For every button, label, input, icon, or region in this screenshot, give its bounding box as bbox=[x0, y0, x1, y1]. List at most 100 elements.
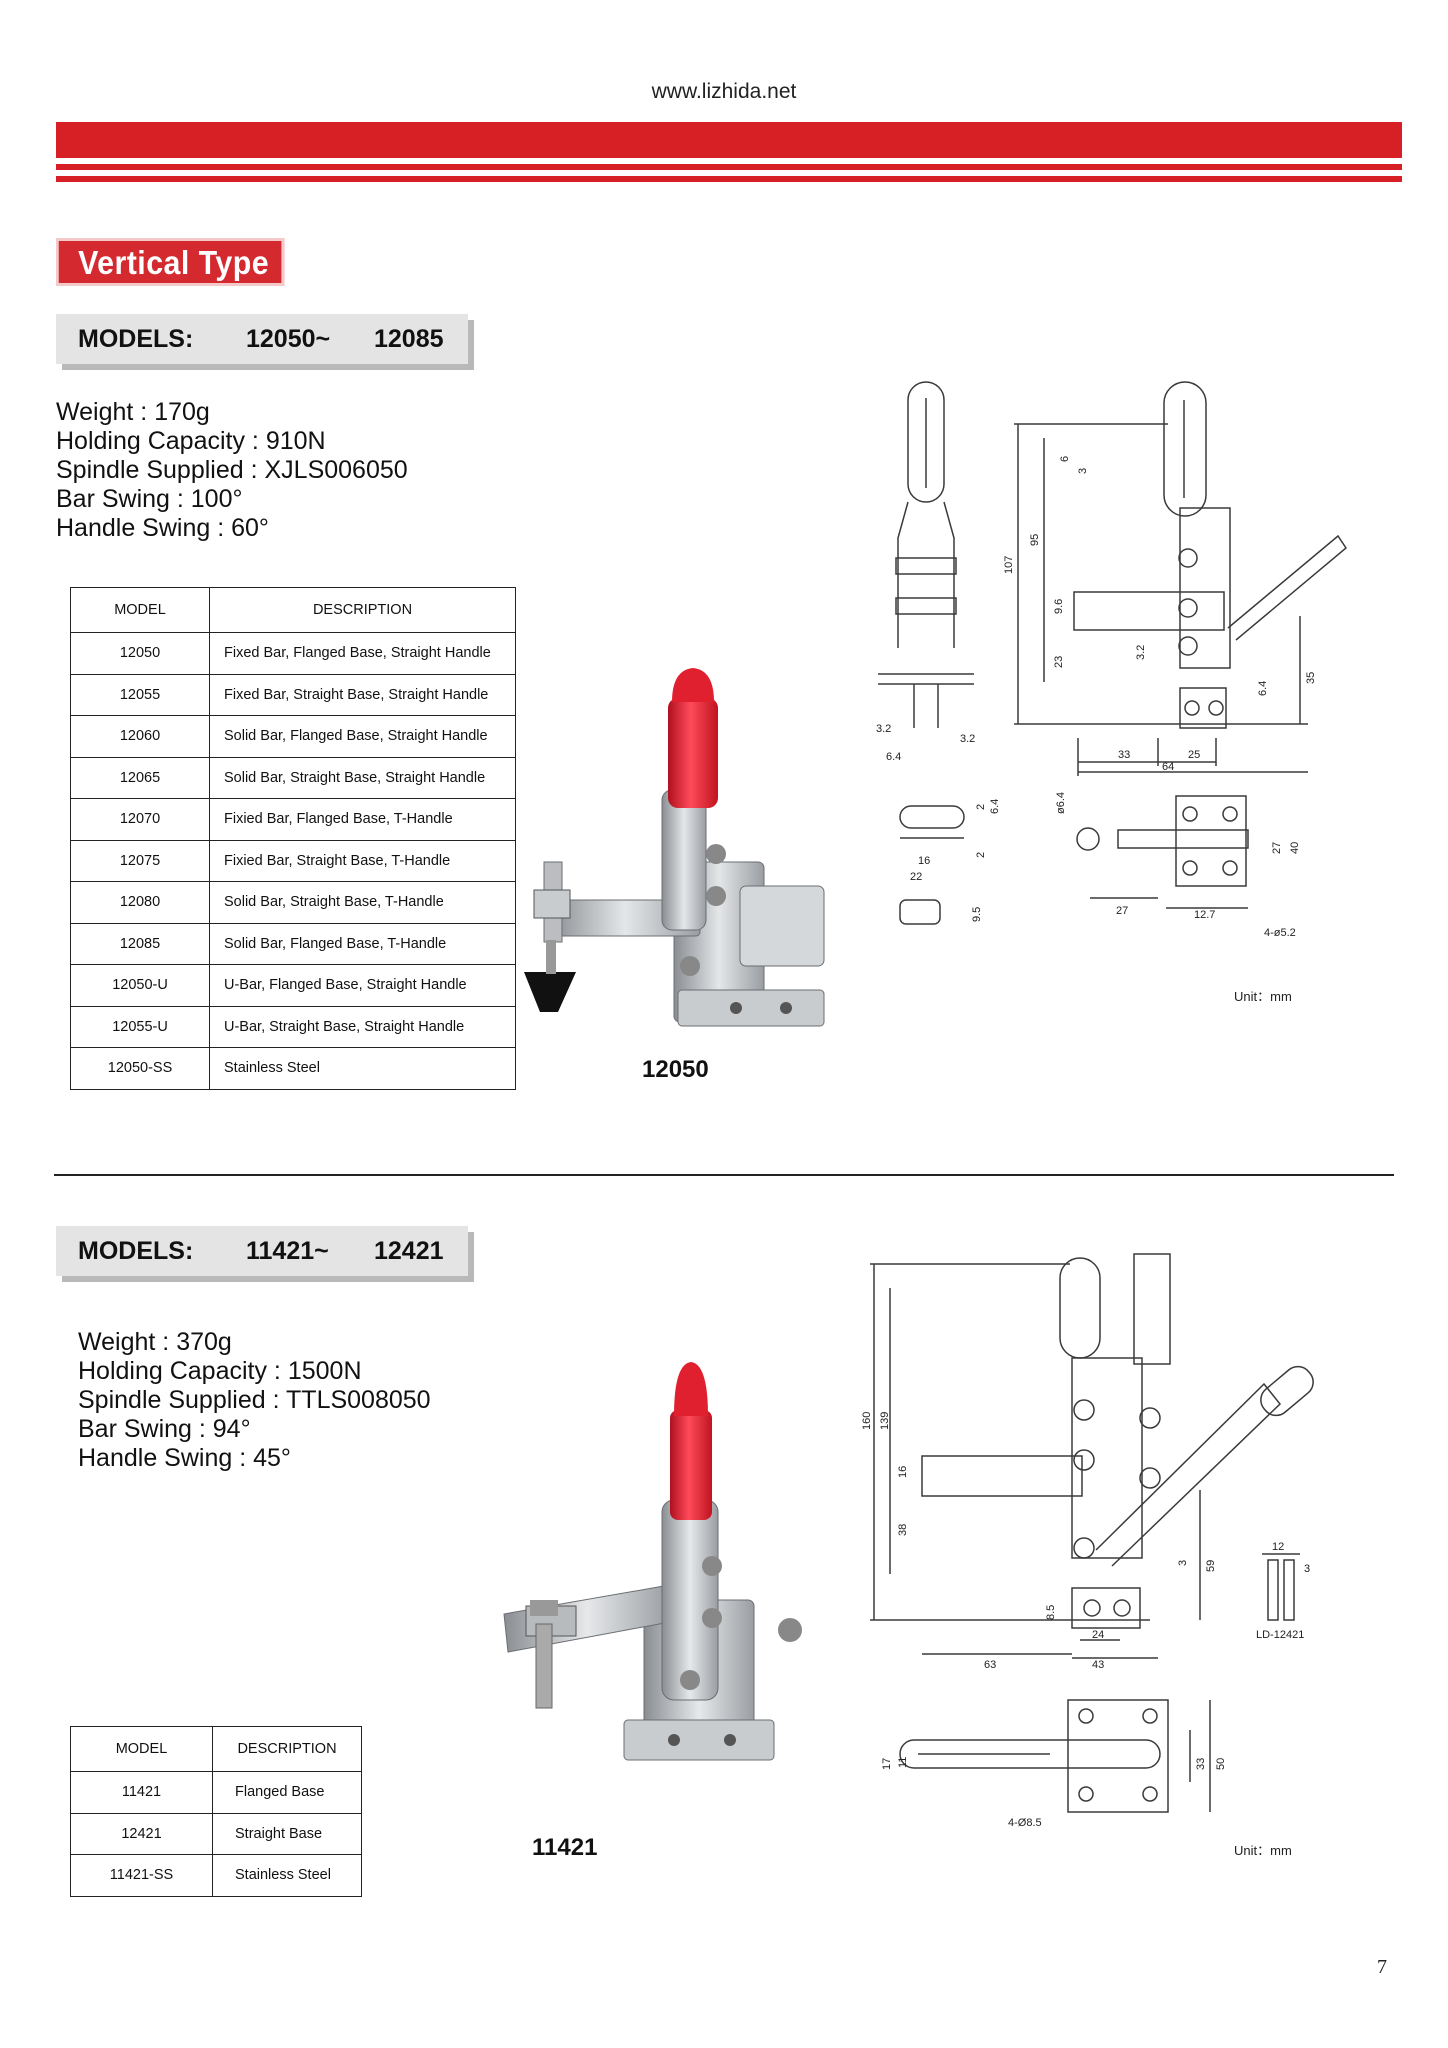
svg-text:11: 11 bbox=[897, 1757, 909, 1768]
cell-model: 12075 bbox=[70, 839, 210, 882]
cell-model: 12055 bbox=[70, 673, 210, 716]
spec-weight: Weight : 170g bbox=[56, 398, 210, 426]
cell-description: Solid Bar, Flanged Base, T-Handle bbox=[209, 922, 516, 965]
svg-text:22: 22 bbox=[910, 871, 922, 883]
model-to: 12421 bbox=[374, 1236, 444, 1265]
cell-model: 12080 bbox=[70, 881, 210, 924]
cell-description: U-Bar, Flanged Base, Straight Handle bbox=[209, 964, 516, 1007]
svg-text:6.4: 6.4 bbox=[1257, 681, 1269, 696]
svg-text:12.7: 12.7 bbox=[1194, 909, 1215, 921]
svg-text:63: 63 bbox=[984, 1659, 996, 1671]
bar-view: 123 LD-12421 bbox=[1256, 1541, 1310, 1641]
product-photo-11421 bbox=[503, 1362, 802, 1761]
cell-description: Solid Bar, Straight Base, Straight Handl… bbox=[209, 756, 516, 799]
svg-text:4-ø5.2: 4-ø5.2 bbox=[1264, 927, 1296, 939]
unit-label-1: Unit：mm bbox=[1234, 989, 1292, 1004]
cell-model: 12050-U bbox=[70, 964, 210, 1007]
col-model: MODEL bbox=[70, 587, 210, 633]
model-from: 11421~ bbox=[246, 1236, 329, 1265]
unit-label-2: Unit：mm bbox=[1234, 1843, 1292, 1858]
svg-text:9.5: 9.5 bbox=[971, 907, 983, 922]
spec-handle-swing: Handle Swing : 60° bbox=[56, 514, 269, 542]
svg-text:27: 27 bbox=[1116, 905, 1128, 917]
svg-text:59: 59 bbox=[1205, 1560, 1217, 1572]
models-bar-1: MODELS: 12050~ 12085 bbox=[56, 314, 468, 364]
svg-text:35: 35 bbox=[1305, 672, 1317, 684]
header-stripe-2 bbox=[56, 176, 1402, 182]
spec-spindle: Spindle Supplied : TTLS008050 bbox=[78, 1386, 431, 1414]
svg-text:8.5: 8.5 bbox=[1045, 1605, 1057, 1620]
svg-text:2: 2 bbox=[975, 852, 987, 858]
cell-description: Fixed Bar, Flanged Base, Straight Handle bbox=[209, 632, 516, 675]
cell-model: 12065 bbox=[70, 756, 210, 799]
spec-weight: Weight : 370g bbox=[78, 1328, 232, 1356]
models-bar-2: MODELS: 11421~ 12421 bbox=[56, 1226, 468, 1276]
svg-text:16: 16 bbox=[918, 855, 930, 867]
page-number: 7 bbox=[1377, 1956, 1387, 1978]
svg-text:3: 3 bbox=[1177, 1560, 1189, 1566]
cell-model: 12085 bbox=[70, 922, 210, 965]
svg-text:38: 38 bbox=[897, 1524, 909, 1536]
header-stripe-1 bbox=[56, 164, 1402, 170]
cell-model: 12050 bbox=[70, 632, 210, 675]
top-view: 17 11 33 50 4-Ø8.5 bbox=[881, 1699, 1227, 1829]
col-description: DESCRIPTION bbox=[212, 1726, 362, 1772]
cell-model: 12060 bbox=[70, 715, 210, 758]
cell-description: Fixed Bar, Straight Base, Straight Handl… bbox=[209, 673, 516, 716]
cell-description: Stainless Steel bbox=[209, 1047, 516, 1090]
svg-text:ø6.4: ø6.4 bbox=[1055, 792, 1067, 814]
cell-model: 12421 bbox=[70, 1812, 213, 1855]
section-title: Vertical Type bbox=[56, 238, 285, 286]
svg-text:3.2: 3.2 bbox=[1135, 645, 1147, 660]
product-caption-1: 12050 bbox=[642, 1056, 709, 1083]
svg-text:4-Ø8.5: 4-Ø8.5 bbox=[1008, 1817, 1042, 1829]
section-divider bbox=[54, 1174, 1394, 1176]
svg-text:139: 139 bbox=[879, 1412, 891, 1430]
spec-holding-capacity: Holding Capacity : 1500N bbox=[78, 1357, 362, 1385]
svg-text:16: 16 bbox=[897, 1466, 909, 1478]
cell-model: 12050-SS bbox=[70, 1047, 210, 1090]
product-caption-2: 11421 bbox=[532, 1834, 598, 1861]
models-label: MODELS: bbox=[78, 1236, 194, 1265]
specs-1: Weight : 170g Holding Capacity : 910N Sp… bbox=[56, 398, 408, 543]
table-header-row: MODEL DESCRIPTION bbox=[70, 1726, 362, 1772]
cell-description: Fixied Bar, Straight Base, T-Handle bbox=[209, 839, 516, 882]
cell-description: Flanged Base bbox=[212, 1771, 362, 1814]
col-model: MODEL bbox=[70, 1726, 213, 1772]
cell-description: Solid Bar, Straight Base, T-Handle bbox=[209, 881, 516, 924]
model-from: 12050~ bbox=[246, 324, 331, 353]
bar-view: 2 6.4 16 22 2 9.5 bbox=[899, 799, 1001, 925]
cell-description: Straight Base bbox=[212, 1812, 362, 1855]
svg-text:50: 50 bbox=[1215, 1758, 1227, 1770]
svg-text:2: 2 bbox=[975, 804, 987, 810]
site-url[interactable]: www.lizhida.net bbox=[651, 80, 797, 103]
cell-model: 11421 bbox=[70, 1771, 213, 1814]
svg-text:6.4: 6.4 bbox=[989, 799, 1001, 814]
spec-spindle: Spindle Supplied : XJLS006050 bbox=[56, 456, 408, 484]
svg-text:9.6: 9.6 bbox=[1053, 599, 1065, 614]
svg-text:24: 24 bbox=[1092, 1629, 1104, 1641]
front-view: 3.26.43.2 bbox=[876, 381, 975, 763]
svg-text:25: 25 bbox=[1188, 749, 1200, 761]
spec-bar-swing: Bar Swing : 94° bbox=[78, 1415, 251, 1443]
svg-text:3: 3 bbox=[1077, 468, 1089, 474]
svg-text:95: 95 bbox=[1029, 534, 1041, 546]
svg-text:6.4: 6.4 bbox=[886, 751, 901, 763]
svg-text:107: 107 bbox=[1003, 556, 1015, 574]
technical-drawing-12050: 3.26.43.2 107 95 6 3 9.6 23 3.2 6.4 35 3… bbox=[876, 381, 1347, 939]
